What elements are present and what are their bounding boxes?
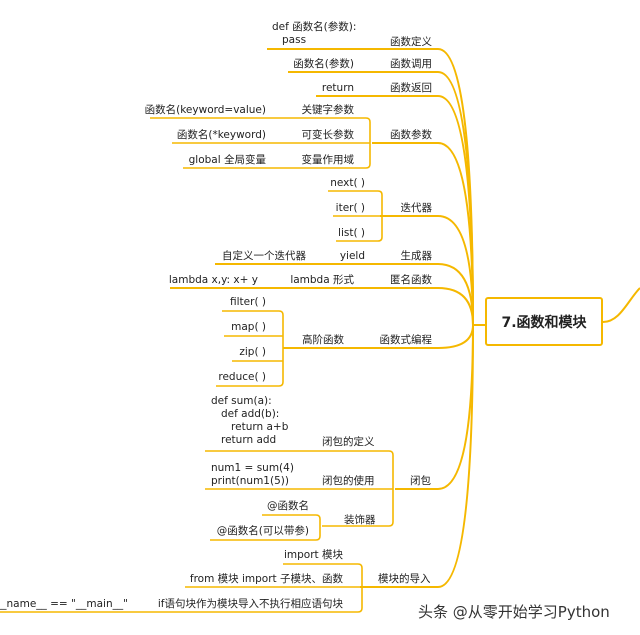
node-gen[interactable]: 生成器 [400, 250, 433, 262]
param-child[interactable]: 函数名(keyword=value) [144, 104, 266, 116]
node-anon[interactable]: 匿名函数 [390, 274, 432, 286]
connector [336, 236, 383, 242]
iter-child[interactable]: iter( ) [335, 202, 365, 214]
closure-def[interactable]: 闭包的定义 [322, 436, 375, 448]
connector [372, 142, 474, 326]
connector [0, 607, 363, 613]
import-node[interactable]: import 模块 [283, 549, 343, 561]
param-node[interactable]: 关键字参数 [301, 104, 355, 116]
param-node[interactable]: 可变长参数 [301, 129, 355, 141]
hof-child[interactable]: reduce( ) [218, 371, 266, 383]
gen-child[interactable]: yield [339, 250, 365, 262]
import-main-check[interactable]: __name__ == "__main__" [0, 598, 128, 610]
import-node[interactable]: if语句块作为模块导入不执行相应语句块 [157, 598, 343, 610]
def-code[interactable]: def 函数名(参数): pass [272, 21, 357, 46]
connector [150, 117, 371, 123]
iter-child[interactable]: list( ) [338, 227, 365, 239]
connector [322, 521, 394, 527]
connector [380, 215, 474, 326]
param-child[interactable]: 函数名(*keyword) [176, 129, 266, 141]
connector [328, 190, 383, 196]
node-call[interactable]: 函数调用 [390, 58, 432, 70]
connector [283, 563, 363, 569]
node-func[interactable]: 函数式编程 [379, 334, 433, 346]
import-node[interactable]: from 模块 import 子模块、函数 [189, 573, 343, 585]
iter-child[interactable]: next( ) [330, 177, 365, 189]
hof-child[interactable]: zip( ) [239, 346, 266, 358]
connector [360, 324, 474, 588]
connector [183, 163, 371, 169]
connector [602, 287, 640, 323]
root-node[interactable]: 7.函数和模块 [485, 297, 603, 346]
node-params[interactable]: 函数参数 [390, 129, 432, 141]
connector [222, 310, 284, 316]
connector [216, 381, 284, 387]
hof-child[interactable]: map( ) [231, 321, 266, 333]
decorator-child[interactable]: @函数名 [267, 500, 309, 512]
connector [205, 450, 394, 456]
connector [170, 287, 474, 326]
param-node[interactable]: 变量作用域 [301, 154, 355, 166]
decorator-child[interactable]: @函数名(可以带参) [216, 525, 309, 537]
watermark: 头条 @从零开始学习Python [418, 603, 610, 621]
closure-use[interactable]: 闭包的使用 [322, 475, 375, 487]
decorator[interactable]: 装饰器 [344, 514, 376, 526]
anon-grandchild[interactable]: lambda x,y: x+ y [168, 274, 258, 286]
closure-use-code[interactable]: num1 = sum(4) print(num1(5)) [211, 462, 294, 487]
connector [262, 514, 321, 520]
node-ret[interactable]: 函数返回 [390, 82, 432, 94]
node-def[interactable]: 函数定义 [390, 36, 432, 48]
node-closure[interactable]: 闭包 [410, 475, 431, 487]
connector [210, 535, 321, 541]
call-child[interactable]: 函数名(参数) [293, 58, 354, 70]
hof-node[interactable]: 高阶函数 [302, 334, 344, 346]
hof-child[interactable]: filter( ) [230, 296, 266, 308]
connector [395, 324, 474, 490]
node-iter[interactable]: 迭代器 [400, 202, 433, 214]
anon-child[interactable]: lambda 形式 [290, 274, 354, 286]
ret-child[interactable]: return [321, 82, 354, 94]
node-import[interactable]: 模块的导入 [378, 573, 431, 585]
gen-grandchild[interactable]: 自定义一个迭代器 [222, 250, 306, 262]
closure-def-code[interactable]: def sum(a): def add(b): return a+b retur… [211, 395, 289, 446]
param-child[interactable]: global 全局变量 [188, 154, 266, 166]
